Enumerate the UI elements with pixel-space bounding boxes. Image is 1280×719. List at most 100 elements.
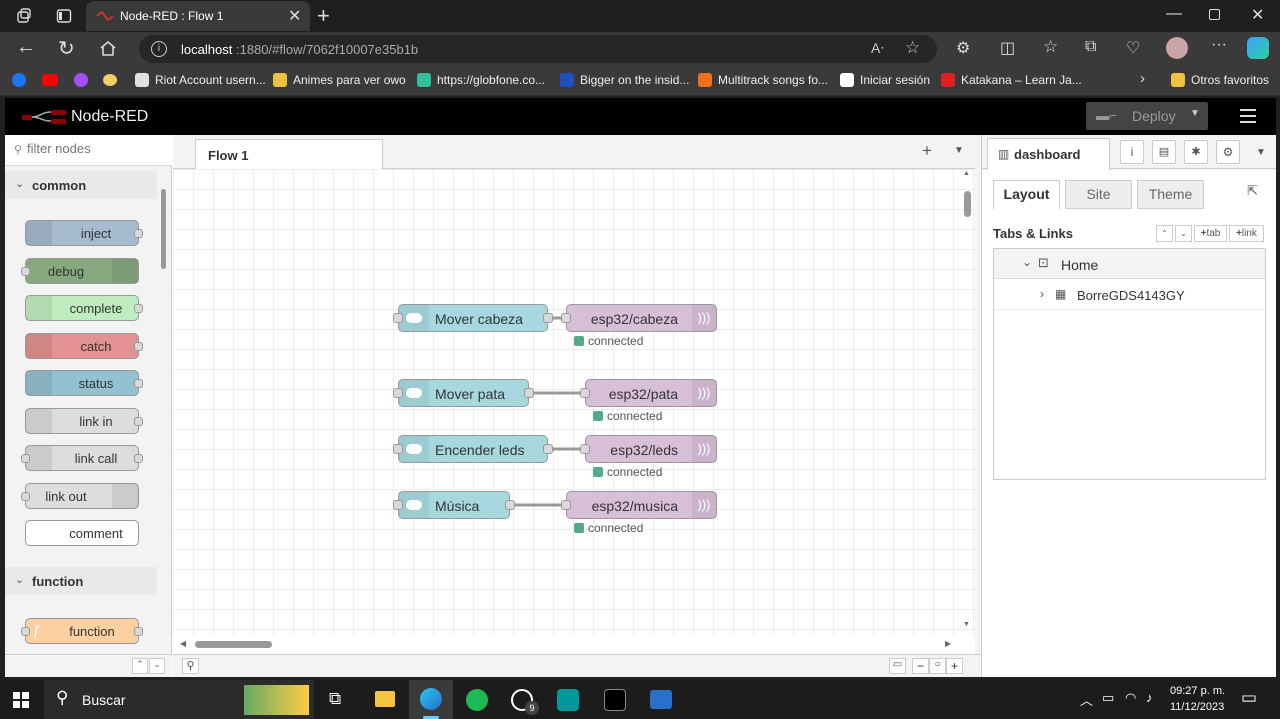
more-favorites-chevron-icon[interactable]: › [1140,70,1145,87]
tab-flow-1[interactable]: Flow 1 [195,139,383,170]
palette-node-comment[interactable]: comment [25,520,139,546]
subtab-theme[interactable]: Theme [1137,180,1204,209]
favorite-link[interactable]: Bigger on the insid... [560,72,689,88]
palette-node-link-call[interactable]: link call [21,445,143,471]
open-dashboard-icon[interactable]: ⇱ [1247,183,1258,198]
mqtt-out-node[interactable]: esp32/pata))) [580,379,717,407]
info-icon[interactable]: i [1120,140,1144,164]
youtube-icon[interactable] [42,74,58,86]
palette-filter[interactable]: ⚲ [5,135,172,166]
canvas-horizontal-scrollbar[interactable]: ◀ ▶ [173,635,975,654]
palette-node-debug[interactable]: debug [21,257,139,284]
restore-icon[interactable] [1209,9,1220,20]
output-port[interactable] [524,388,534,398]
palette-scrollbar[interactable] [159,175,167,641]
tab-actions-icon[interactable] [56,8,72,24]
ui-switch-node[interactable]: Mover cabeza [393,304,553,332]
chevron-down-icon[interactable]: ⌄ [1022,255,1033,269]
taskbar-search[interactable]: ⚲ Buscar [44,680,314,719]
file-explorer-icon[interactable] [375,691,395,707]
favorite-link[interactable]: Riot Account usern... [135,72,266,88]
taskbar-edge-active[interactable] [409,680,453,719]
input-port[interactable] [393,500,403,510]
read-aloud-icon[interactable]: Aᐧ [871,40,884,56]
refresh-icon[interactable]: ↻ [58,38,75,60]
notifications-icon[interactable]: ▭ [1241,688,1258,707]
palette-node-status[interactable]: status [25,370,143,396]
favorite-link[interactable]: Katakana – Learn Ja... [941,72,1082,88]
favorite-link[interactable]: Iniciar sesión [840,72,930,88]
more-options-icon[interactable]: ··· [1211,36,1227,53]
input-port[interactable] [580,444,590,454]
input-port[interactable] [561,500,571,510]
subtab-site[interactable]: Site [1065,180,1132,209]
deploy-dropdown-icon[interactable]: ▼ [1190,108,1200,119]
tree-item-group[interactable]: › ▦ BorreGDS4143GY [994,280,1265,310]
input-port[interactable] [393,444,403,454]
wifi-icon[interactable]: ◠ [1125,690,1137,705]
navigator-map-icon[interactable]: ▭ [889,658,906,674]
sidebar-dropdown-icon[interactable]: ▼ [1256,147,1266,158]
ui-switch-node[interactable]: Mover pata [393,379,534,407]
input-port[interactable] [561,313,571,323]
collapse-all-icon[interactable]: ⌃ [132,658,148,674]
back-icon[interactable]: ← [16,36,36,58]
volume-icon[interactable]: ♪ [1146,690,1153,705]
new-tab-icon[interactable]: + [317,3,330,28]
home-icon[interactable] [99,40,117,56]
app-icon[interactable] [604,689,626,711]
output-port[interactable] [505,500,515,510]
output-port[interactable] [543,313,553,323]
profile-avatar[interactable] [1166,37,1188,59]
zoom-out-icon[interactable]: − [912,658,929,674]
palette-node-catch[interactable]: catch [25,332,143,359]
help-book-icon[interactable]: ▤ [1152,140,1176,164]
palette-category-function[interactable]: ⌄ function [5,567,157,595]
search-flows-icon[interactable]: ⚲ [182,658,199,674]
workspaces-icon[interactable] [16,8,32,24]
tray-chevron-up-icon[interactable]: ︿ [1080,693,1094,708]
whatsapp-icon[interactable]: 9 [511,689,539,715]
subtab-layout[interactable]: Layout [993,180,1060,209]
clock-date[interactable]: 11/12/2023 [1170,701,1225,713]
expand-icon[interactable]: ⌄ [1175,225,1192,242]
flow-list-dropdown-icon[interactable]: ▼ [954,145,964,156]
output-port[interactable] [543,444,553,454]
tree-item-home[interactable]: ⌄ ⊡ Home [994,249,1265,279]
copilot-icon[interactable] [1247,37,1269,59]
clock-time[interactable]: 09:27 p. m. [1170,685,1226,697]
extensions-icon[interactable]: ⚙ [956,40,971,57]
favorite-link[interactable]: Animes para ver owo [273,72,406,88]
address-bar[interactable]: i localhost :1880/#flow/7062f10007e35b1b… [139,35,937,63]
deploy-button[interactable]: ▬⌐ Deploy ▼ [1086,102,1208,130]
windows-start-icon[interactable] [13,692,29,708]
site-info-icon[interactable]: i [151,41,167,57]
canvas-vertical-scrollbar[interactable]: ▲ ▼ [963,170,971,628]
other-favorites-folder[interactable]: Otros favoritos [1171,72,1269,88]
add-link-button[interactable]: +link [1229,225,1264,242]
minimize-icon[interactable]: — [1166,5,1182,22]
collapse-icon[interactable]: ⌃ [1156,225,1173,242]
palette-node-inject[interactable]: inject [25,220,143,246]
split-screen-icon[interactable]: ◫ [1000,40,1016,57]
debug-bug-icon[interactable]: ✱ [1184,140,1208,164]
spotify-icon[interactable] [466,689,488,711]
zoom-in-icon[interactable]: + [946,658,963,674]
filter-nodes-input[interactable] [27,141,162,156]
collections-icon[interactable]: ⧉ [1085,38,1097,55]
mqtt-out-node[interactable]: esp32/musica))) [561,491,717,519]
bookmark-icon[interactable] [103,74,117,86]
close-tab-icon[interactable]: ✕ [288,8,302,25]
favorite-link[interactable]: Multitrack songs fo... [698,72,828,88]
palette-node-function[interactable]: ƒ function [21,618,143,644]
tab-dashboard[interactable]: ▥ dashboard [987,138,1110,170]
arduino-icon[interactable] [557,689,579,711]
ui-switch-node[interactable]: Música [393,491,515,519]
input-port[interactable] [393,388,403,398]
chevron-right-icon[interactable]: › [1040,287,1044,301]
sidebar-separator[interactable] [975,135,981,654]
mqtt-out-node[interactable]: esp32/leds))) [580,435,717,463]
messenger-icon[interactable] [74,73,88,87]
palette-node-link-out[interactable]: link out [21,482,139,509]
